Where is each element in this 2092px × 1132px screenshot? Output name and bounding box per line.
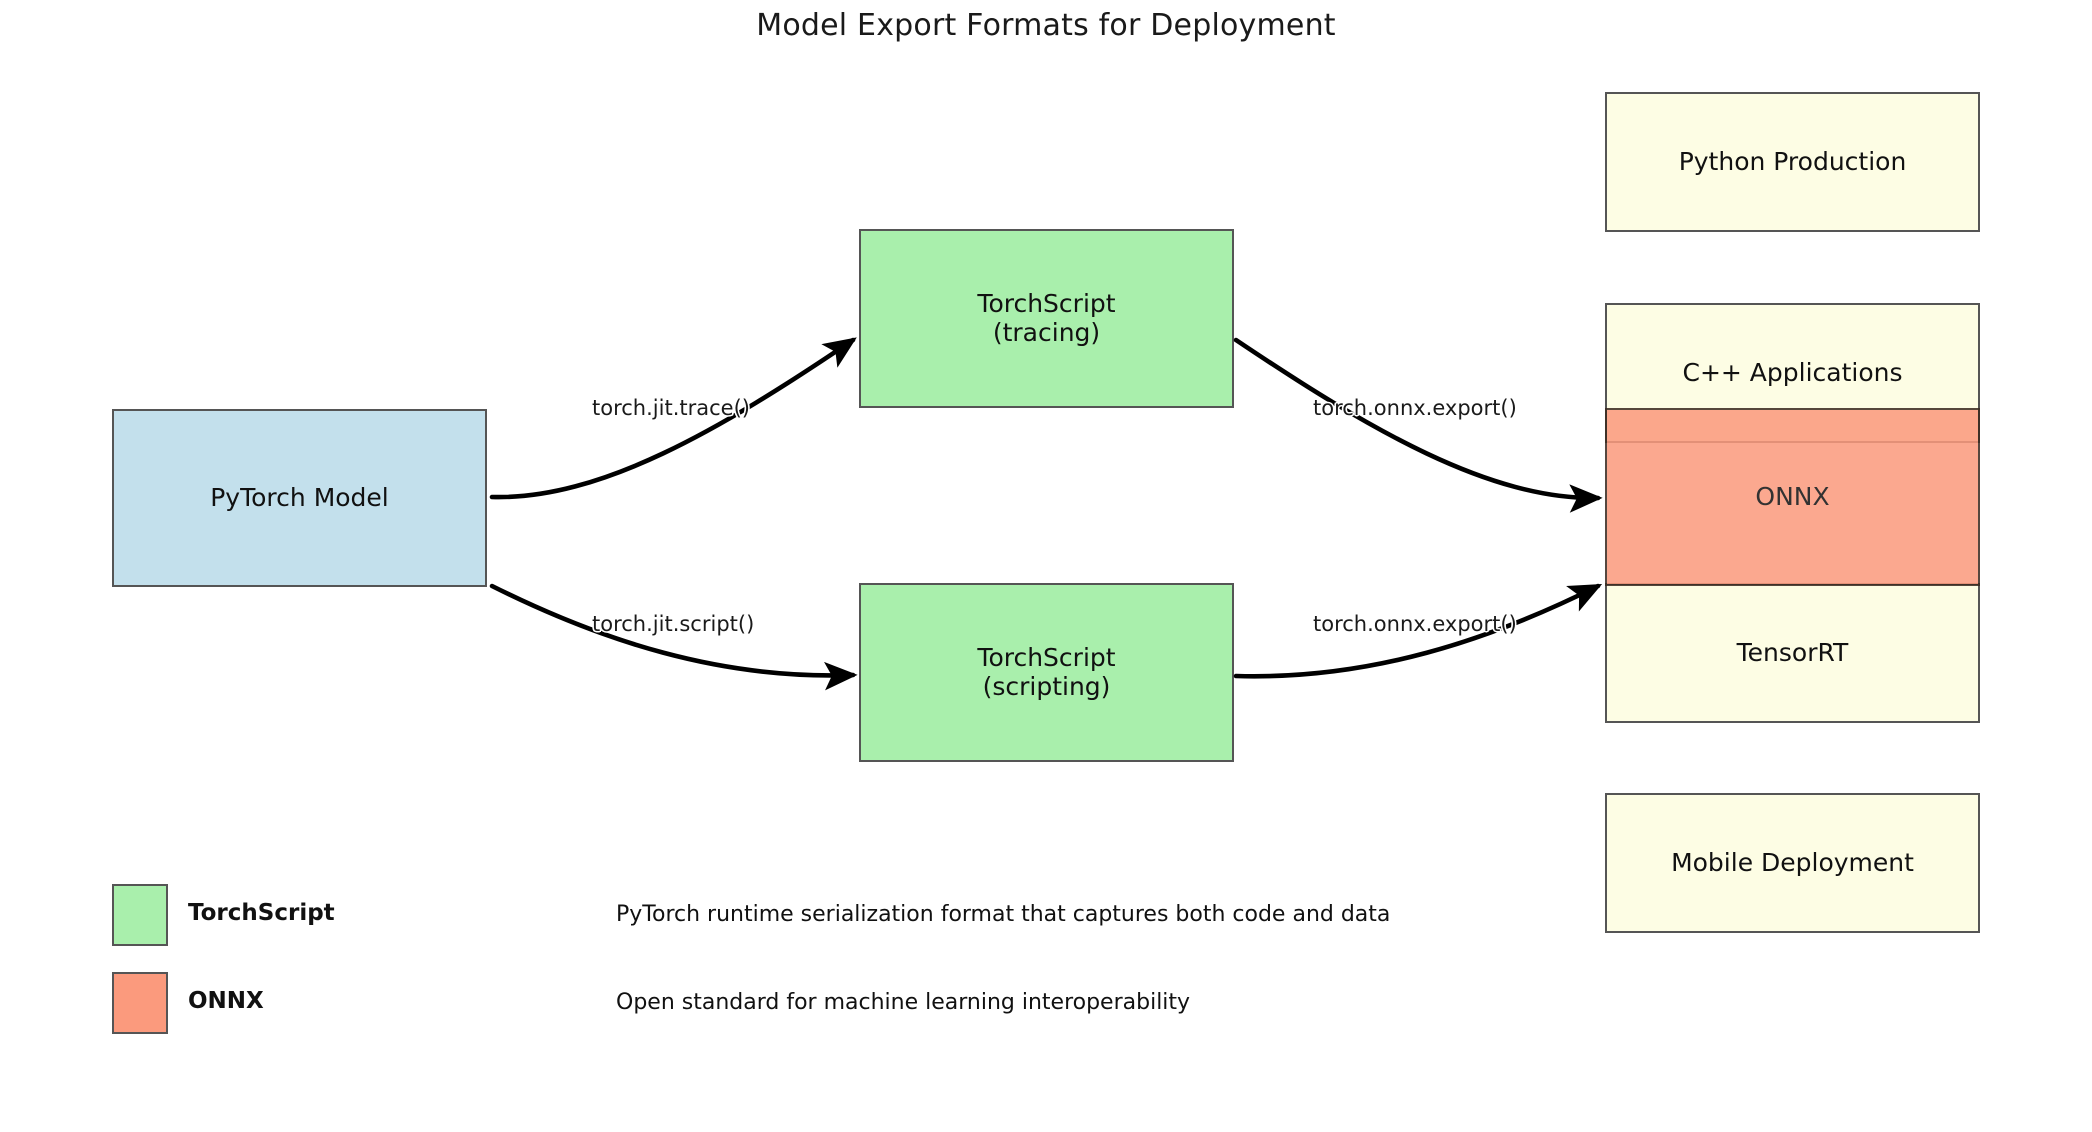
- legend-title-torchscript: TorchScript: [188, 900, 335, 926]
- node-label-onnx: ONNX: [1755, 481, 1830, 511]
- edge-label-trace: torch.jit.trace(): [592, 396, 750, 420]
- legend-title-onnx: ONNX: [188, 988, 264, 1014]
- edge-trace: [489, 337, 857, 500]
- node-onnx[interactable]: ONNX: [1605, 408, 1980, 586]
- edge-label-script: torch.jit.script(): [592, 612, 755, 636]
- legend-description-torchscript: PyTorch runtime serialization format tha…: [616, 902, 1391, 927]
- legend-swatch-onnx: [112, 972, 168, 1034]
- edge-label-tracing-onnx: torch.onnx.export(): [1313, 396, 1517, 420]
- legend-description-onnx: Open standard for machine learning inter…: [616, 990, 1191, 1015]
- edge-script: [489, 583, 858, 691]
- legend-swatch-torchscript: [112, 884, 168, 946]
- edge-tracing-onnx: [1233, 337, 1603, 513]
- edge-label-scripting-onnx: torch.onnx.export(): [1313, 612, 1517, 636]
- edge-scripting-onnx: [1233, 583, 1603, 679]
- page-title: Model Export Formats for Deployment: [756, 8, 1336, 43]
